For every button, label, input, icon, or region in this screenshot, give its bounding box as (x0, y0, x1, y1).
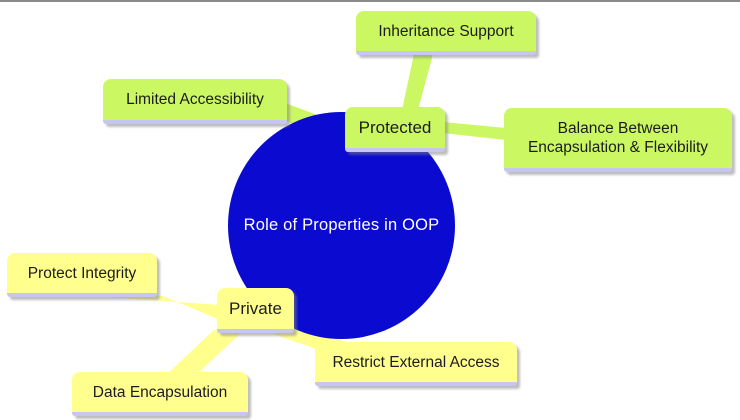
node-balance-label: Balance Between Encapsulation & Flexibil… (527, 120, 709, 156)
node-limited-accessibility-label: Limited Accessibility (126, 91, 264, 108)
central-topic-label: Role of Properties in OOP (243, 216, 440, 234)
connector-private-protect-integrity (92, 296, 220, 320)
top-divider-line (0, 0, 740, 2)
node-protect-integrity-label: Protect Integrity (27, 264, 137, 282)
connector-private-data-encapsulation (166, 330, 244, 375)
node-protected-label: Protected (358, 118, 432, 137)
node-protected[interactable]: Protected (345, 107, 445, 152)
node-restrict-external-label: Restrict External Access (332, 353, 500, 371)
node-private-label: Private (229, 299, 282, 318)
node-inheritance-support[interactable]: Inheritance Support (356, 11, 536, 55)
node-balance-encapsulation-flexibility[interactable]: Balance Between Encapsulation & Flexibil… (504, 108, 732, 172)
node-protect-integrity[interactable]: Protect Integrity (7, 253, 157, 297)
node-data-encapsulation[interactable]: Data Encapsulation (72, 372, 248, 416)
node-restrict-external-access[interactable]: Restrict External Access (315, 342, 517, 386)
connector-protected-balance (443, 122, 506, 140)
node-inheritance-support-label: Inheritance Support (378, 22, 514, 40)
node-private[interactable]: Private (217, 288, 294, 333)
node-data-encapsulation-label: Data Encapsulation (92, 383, 228, 401)
connector-protected-inheritance (402, 54, 433, 110)
node-limited-accessibility[interactable]: Limited Accessibility (103, 79, 287, 124)
